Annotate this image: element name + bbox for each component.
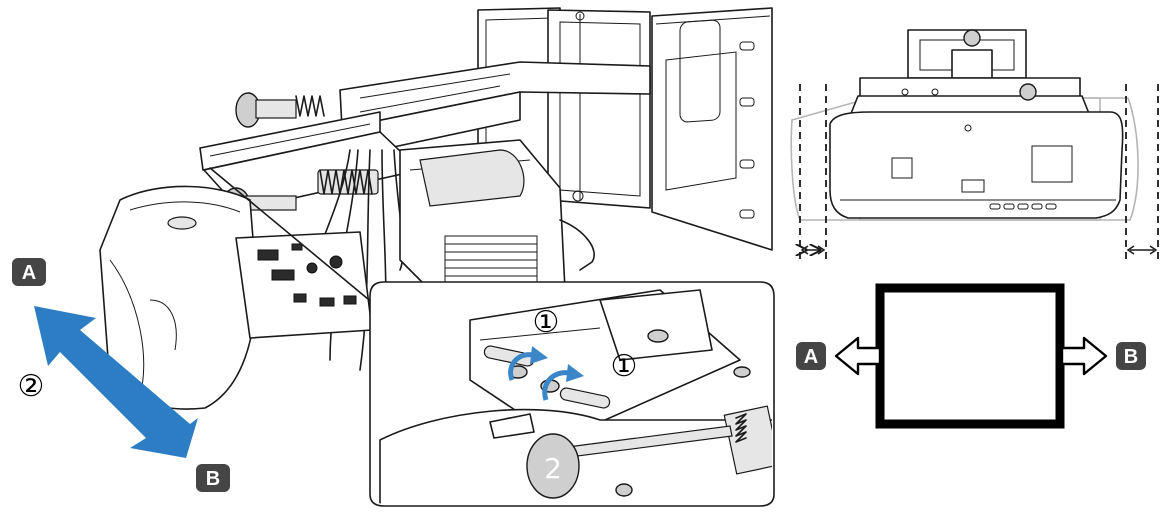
label-a-right-text: A [804,346,818,368]
screen-shift-diagram [834,283,1108,429]
detail-inset: 2 ① ① [209,167,775,507]
label-a-left: A [12,258,46,286]
step-2-marker: ② [18,369,45,404]
front-view-illustration [790,29,1159,262]
adjust-direction-arrow [34,306,198,458]
label-b-right-text: B [1124,346,1138,368]
label-b-left-text: B [206,468,220,490]
label-a-right: A [796,342,826,370]
label-b-left: B [196,464,230,492]
knob-number: 2 [544,452,562,485]
step-1-marker-mid: ① [611,349,638,384]
label-b-right: B [1116,342,1146,370]
arrow-left-icon [834,336,882,376]
vent-grille [444,235,538,283]
arrow-right-icon [1060,336,1108,376]
step-1-marker-top: ① [533,305,560,340]
main-assembly-illustration [99,7,773,410]
control-buttons [989,203,1057,210]
label-a-left-text: A [22,262,36,284]
projection-screen [875,283,1065,429]
